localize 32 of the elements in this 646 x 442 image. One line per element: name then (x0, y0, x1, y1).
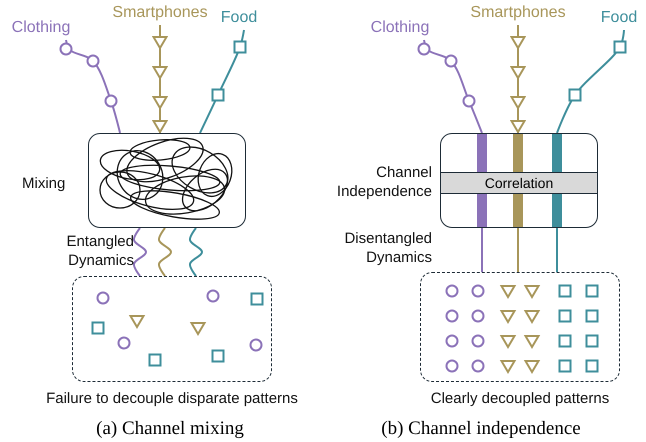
annotation-text: Clearly decoupled patterns (430, 389, 610, 408)
annotation-text: Entangled Dynamics (65, 232, 134, 270)
mixing-module (88, 133, 246, 228)
annotation-text: Failure to decouple disparate patterns (45, 389, 299, 408)
channel-module (440, 133, 598, 228)
channel-series-line (152, 25, 168, 133)
channel-label: Food (218, 8, 260, 30)
panel-caption: (b) Channel independence (380, 418, 582, 440)
channel-series-line (556, 30, 625, 134)
channel-connector (481, 228, 483, 272)
channel-label: Smartphones (466, 3, 570, 25)
channel-connector (158, 227, 172, 277)
channel-series-line (510, 25, 526, 133)
channel-connector (517, 228, 519, 272)
annotation-text: Mixing (22, 174, 66, 193)
band-label: Correlation (482, 175, 556, 191)
channel-series-line (199, 30, 245, 134)
channel-label: Smartphones (108, 3, 212, 25)
pattern-panel (420, 272, 620, 382)
channel-label: Food (598, 8, 640, 30)
channel-connector (556, 228, 558, 272)
pattern-panel (72, 276, 272, 382)
channel-label: Clothing (4, 18, 78, 40)
panel-caption: (a) Channel mixing (95, 418, 245, 440)
channel-series-line (418, 40, 483, 134)
annotation-text: Disentangled Dynamics (343, 229, 432, 267)
annotation-text: Channel Independence (336, 163, 432, 201)
channel-connector (189, 227, 203, 277)
channel-label: Clothing (363, 18, 437, 40)
correlation-band (441, 172, 597, 194)
channel-series-line (60, 40, 121, 134)
channel-connector (133, 227, 147, 277)
